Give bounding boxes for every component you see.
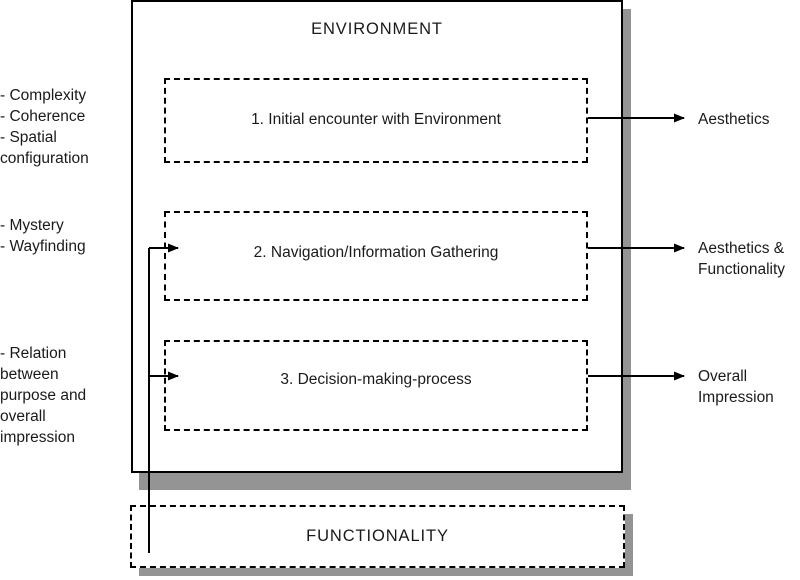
output-label-aesthetics-functionality: Aesthetics & Functionality bbox=[698, 240, 786, 278]
stage-box-3 bbox=[164, 340, 588, 431]
functionality-title: FUNCTIONALITY bbox=[306, 527, 449, 545]
output-label-aesthetics: Aesthetics bbox=[698, 111, 770, 128]
stage-box-2 bbox=[164, 211, 588, 301]
stage-label-1: 1. Initial encounter with Environment bbox=[251, 111, 501, 128]
functionality-box bbox=[130, 505, 625, 568]
output-label-overall-impression: Overall Impression bbox=[698, 368, 774, 406]
stage-label-2: 2. Navigation/Information Gathering bbox=[253, 244, 499, 261]
input-labels-group-3: - Relation between purpose and overall i… bbox=[0, 345, 87, 446]
stage-label-3: 3. Decision-making-process bbox=[280, 371, 472, 388]
input-labels-group-2: - Mystery - Wayfinding bbox=[0, 217, 86, 255]
environment-title: ENVIRONMENT bbox=[311, 20, 443, 38]
input-labels-group-1: - Complexity - Coherence - Spatial confi… bbox=[0, 87, 89, 167]
stage-box-1 bbox=[164, 78, 588, 163]
